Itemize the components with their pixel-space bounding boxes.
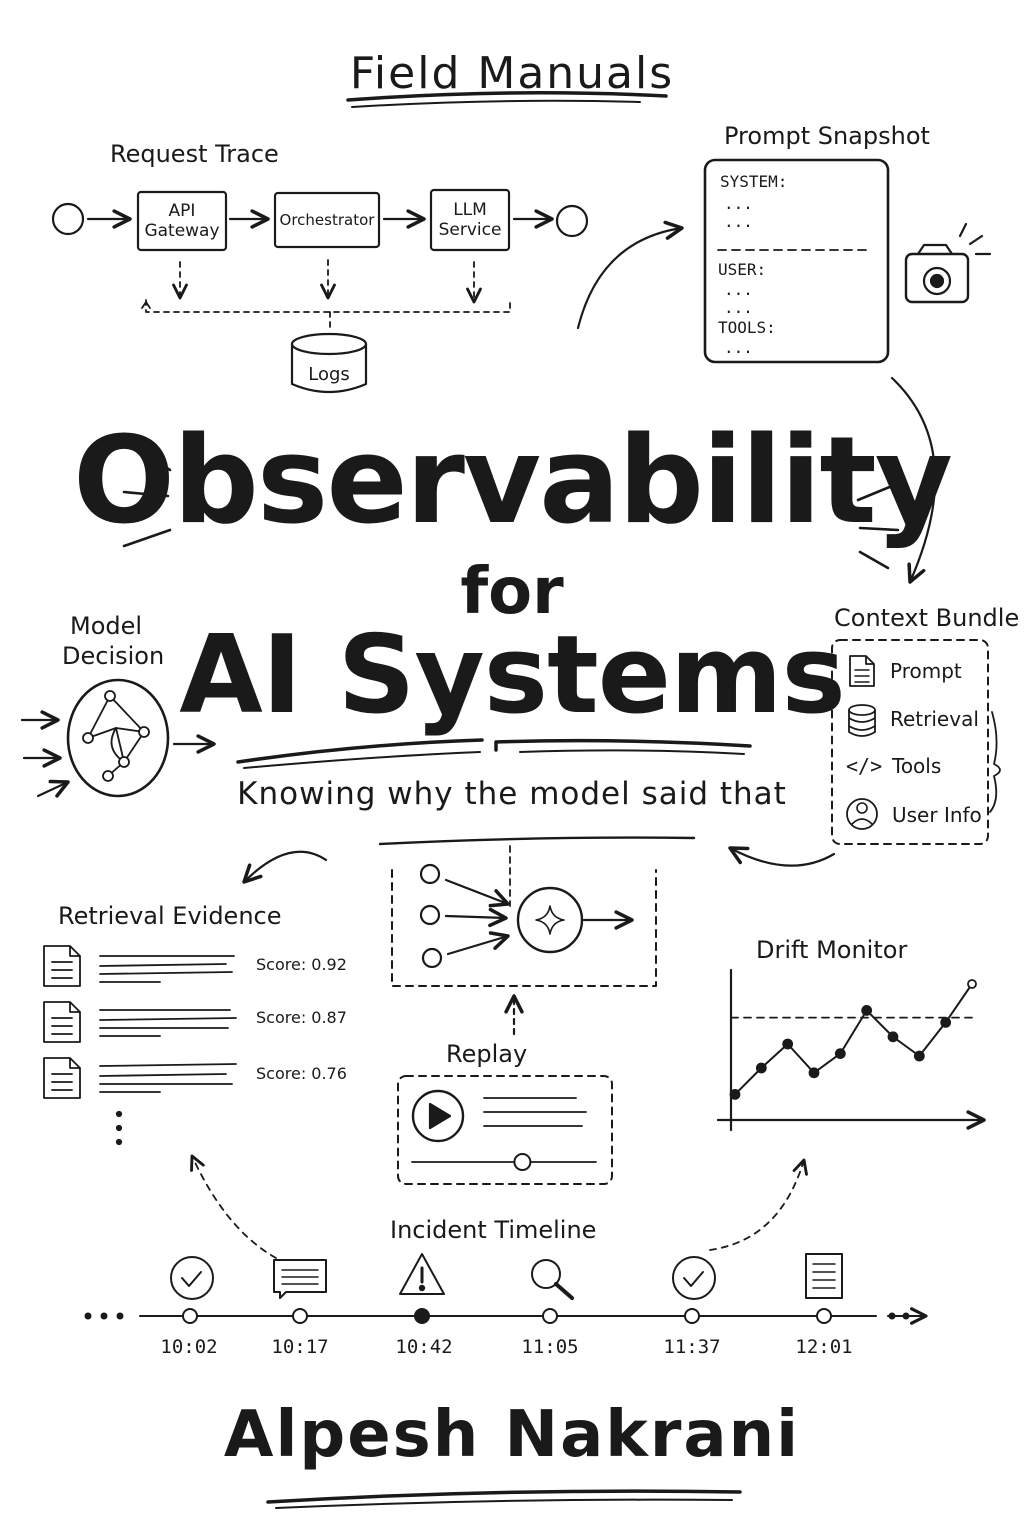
camera-icon bbox=[906, 254, 968, 302]
retrieval-evidence-list bbox=[44, 946, 236, 1144]
snapshot-placeholder: ... bbox=[724, 298, 753, 317]
snapshot-user-label: USER: bbox=[718, 260, 767, 279]
prompt-snapshot-card bbox=[578, 160, 990, 582]
llm-service-node: LLM Service bbox=[438, 199, 502, 240]
document-icon bbox=[806, 1254, 842, 1298]
timeline-axis bbox=[86, 1314, 926, 1319]
retrieval-score: Score: 0.76 bbox=[256, 1064, 347, 1083]
timeline-node bbox=[685, 1309, 699, 1323]
timeline-time: 10:17 bbox=[271, 1336, 329, 1358]
replay-label: Replay bbox=[446, 1040, 528, 1068]
drift-point bbox=[968, 980, 976, 988]
timeline-node bbox=[817, 1309, 831, 1323]
orchestrator-node: Orchestrator bbox=[279, 211, 375, 229]
timeline-time: 11:37 bbox=[663, 1336, 721, 1358]
title-underline bbox=[238, 740, 482, 762]
drift-point bbox=[783, 1040, 792, 1049]
drift-line bbox=[735, 984, 972, 1094]
model-decision-diagram bbox=[22, 680, 214, 796]
logs-store: Logs bbox=[308, 364, 350, 386]
subtitle: Knowing why the model said that bbox=[237, 776, 787, 812]
replay-scrubber-knob bbox=[514, 1154, 530, 1170]
drift-point bbox=[836, 1049, 845, 1058]
snapshot-placeholder: ... bbox=[724, 338, 753, 357]
context-item-retrieval: Retrieval bbox=[890, 707, 979, 731]
model-decision-label-line2: Decision bbox=[62, 642, 165, 670]
center-decision-diagram bbox=[244, 846, 656, 1034]
context-item-user-info: User Info bbox=[892, 803, 982, 827]
replay-player bbox=[398, 1076, 612, 1184]
prompt-snapshot-label: Prompt Snapshot bbox=[724, 122, 930, 150]
retrieval-evidence-label: Retrieval Evidence bbox=[58, 902, 282, 930]
context-item-prompt: Prompt bbox=[890, 659, 962, 683]
drift-monitor-axes bbox=[718, 970, 984, 1130]
timeline-time: 10:42 bbox=[395, 1336, 453, 1358]
title-line-observability: Observability bbox=[73, 412, 953, 551]
timeline-node bbox=[543, 1309, 557, 1323]
context-bundle-box bbox=[730, 640, 1000, 866]
message-icon bbox=[274, 1260, 326, 1298]
drift-point bbox=[731, 1090, 740, 1099]
drift-point bbox=[757, 1064, 766, 1073]
retrieval-score: Score: 0.87 bbox=[256, 1008, 347, 1027]
drift-monitor-label: Drift Monitor bbox=[756, 936, 908, 964]
snapshot-placeholder: ... bbox=[724, 280, 753, 299]
incident-timeline-label: Incident Timeline bbox=[390, 1216, 597, 1244]
context-bundle-label: Context Bundle bbox=[834, 604, 1020, 632]
context-item-tools: Tools bbox=[892, 754, 942, 778]
retrieval-score: Score: 0.92 bbox=[256, 955, 347, 974]
author-underline bbox=[268, 1491, 740, 1502]
series-underline bbox=[348, 93, 666, 100]
drift-series bbox=[731, 980, 979, 1099]
snapshot-system-label: SYSTEM: bbox=[720, 172, 788, 191]
warning-icon bbox=[400, 1254, 444, 1294]
drift-point bbox=[941, 1018, 950, 1027]
timeline-events bbox=[171, 1254, 842, 1323]
title-rays bbox=[124, 446, 898, 568]
model-decision-label-line1: Model bbox=[70, 612, 143, 640]
check-circle-icon bbox=[673, 1257, 715, 1299]
drift-point bbox=[915, 1052, 924, 1061]
check-circle-icon bbox=[171, 1257, 213, 1299]
timeline-node bbox=[415, 1309, 429, 1323]
timeline-time: 11:05 bbox=[521, 1336, 579, 1358]
request-trace-flow bbox=[53, 190, 587, 392]
drift-point bbox=[889, 1032, 898, 1041]
series-title: Field Manuals bbox=[349, 48, 675, 99]
title-line-for: for bbox=[460, 555, 564, 629]
drift-point bbox=[862, 1006, 871, 1015]
snapshot-placeholder: ... bbox=[724, 194, 753, 213]
timeline-node bbox=[183, 1309, 197, 1323]
search-icon bbox=[532, 1260, 572, 1298]
api-gateway-node: API Gateway bbox=[144, 200, 220, 241]
author-name: Alpesh Nakrani bbox=[223, 1398, 801, 1472]
timeline-time: 10:02 bbox=[160, 1336, 218, 1358]
drift-point bbox=[810, 1068, 819, 1077]
snapshot-placeholder: ... bbox=[724, 212, 753, 231]
title-line-ai-systems: AI Systems bbox=[179, 613, 846, 738]
timeline-node bbox=[293, 1309, 307, 1323]
code-icon: </> bbox=[846, 754, 883, 778]
timeline-time: 12:01 bbox=[795, 1336, 853, 1358]
request-trace-label: Request Trace bbox=[110, 140, 279, 168]
snapshot-tools-label: TOOLS: bbox=[718, 318, 776, 337]
